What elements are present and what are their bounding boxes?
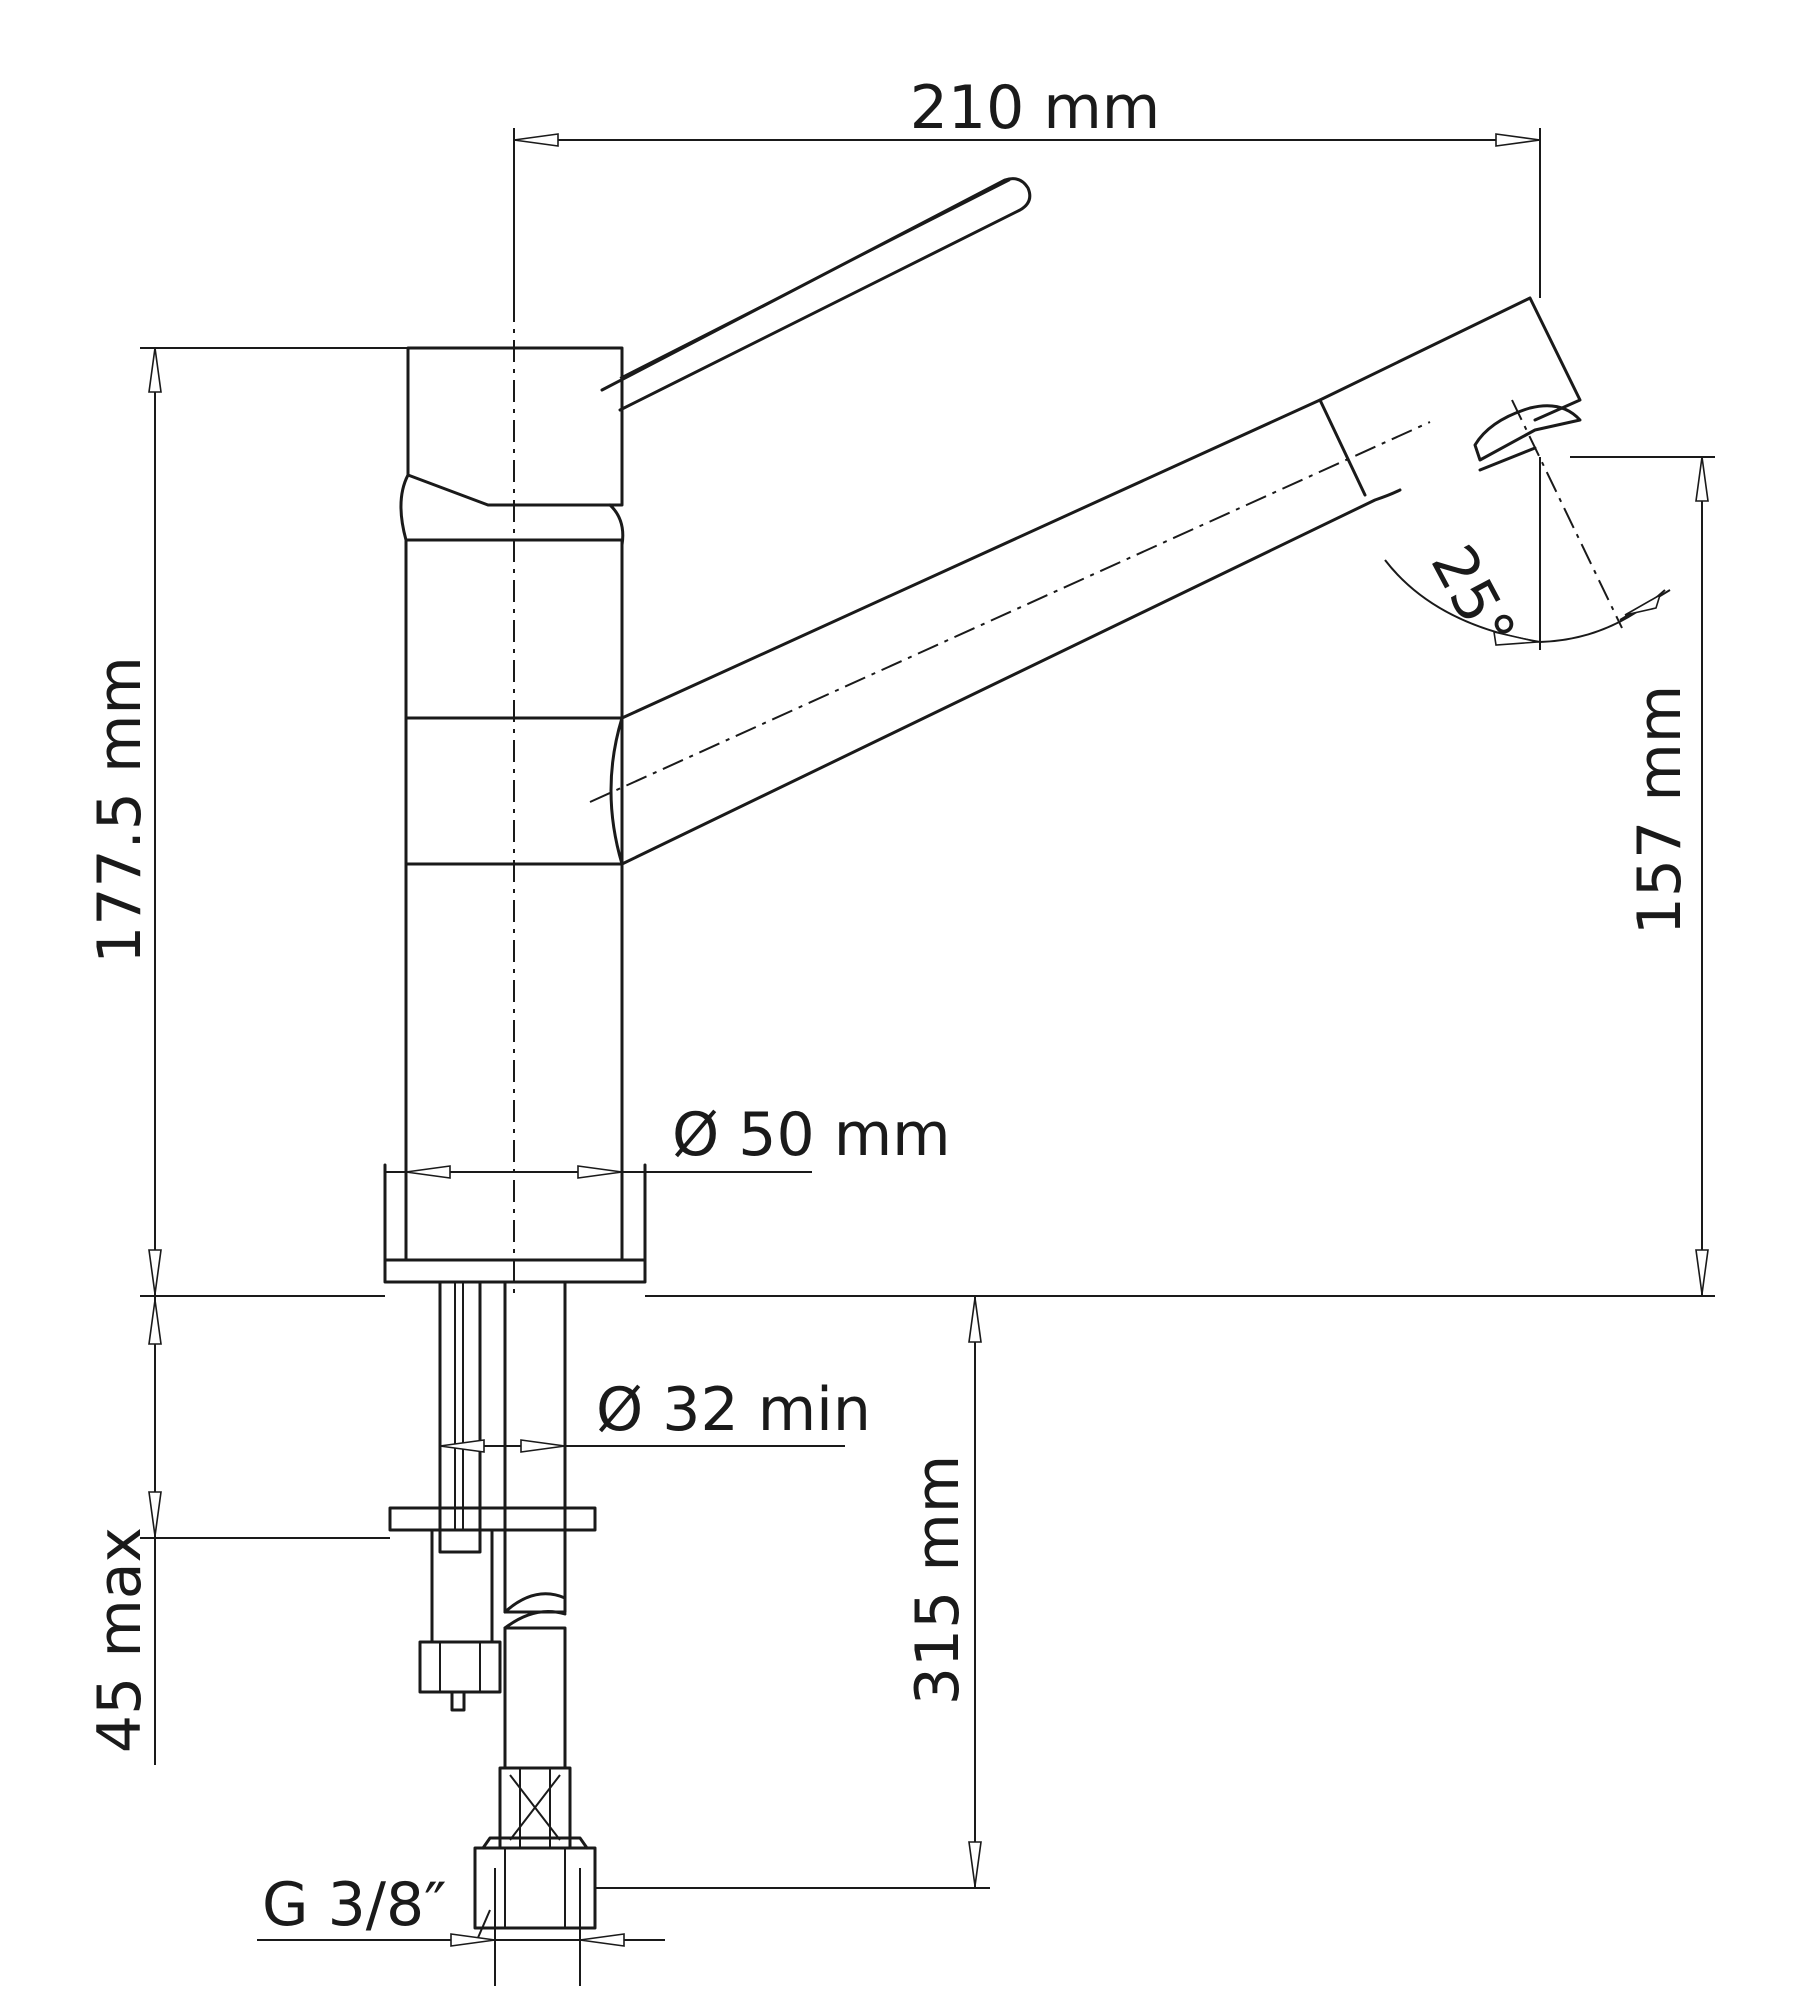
center-lines: [513, 300, 1623, 1300]
braided-hose-lower: [503, 1626, 567, 1770]
thread-label: G 3/8″: [262, 1870, 447, 1940]
faucet-body: [383, 177, 1582, 1284]
hose-length-label: 315 mm: [903, 1455, 973, 1706]
lever-handle: [600, 177, 1032, 412]
dimension-labels: 210 mm 177.5 mm 157 mm Ø 50 mm Ø 32 min …: [85, 73, 1695, 1940]
countertop-label: 45 max: [85, 1527, 155, 1753]
body-diameter-label: Ø 50 mm: [672, 1100, 951, 1170]
under-counter-parts: [388, 1280, 597, 1930]
threaded-rod: [438, 1280, 482, 1554]
hole-diameter-label: Ø 32 min: [596, 1375, 871, 1445]
cartridge-cap: [406, 346, 624, 507]
spout: [620, 296, 1582, 866]
dimension-arrows: [148, 133, 1709, 1947]
hex-nut: [473, 1846, 597, 1930]
spout-height-label: 157 mm: [1625, 685, 1695, 936]
height-label: 177.5 mm: [85, 656, 155, 964]
aerator: [1473, 404, 1582, 462]
dimension-lines: [140, 128, 1715, 1986]
width-label: 210 mm: [910, 73, 1161, 143]
